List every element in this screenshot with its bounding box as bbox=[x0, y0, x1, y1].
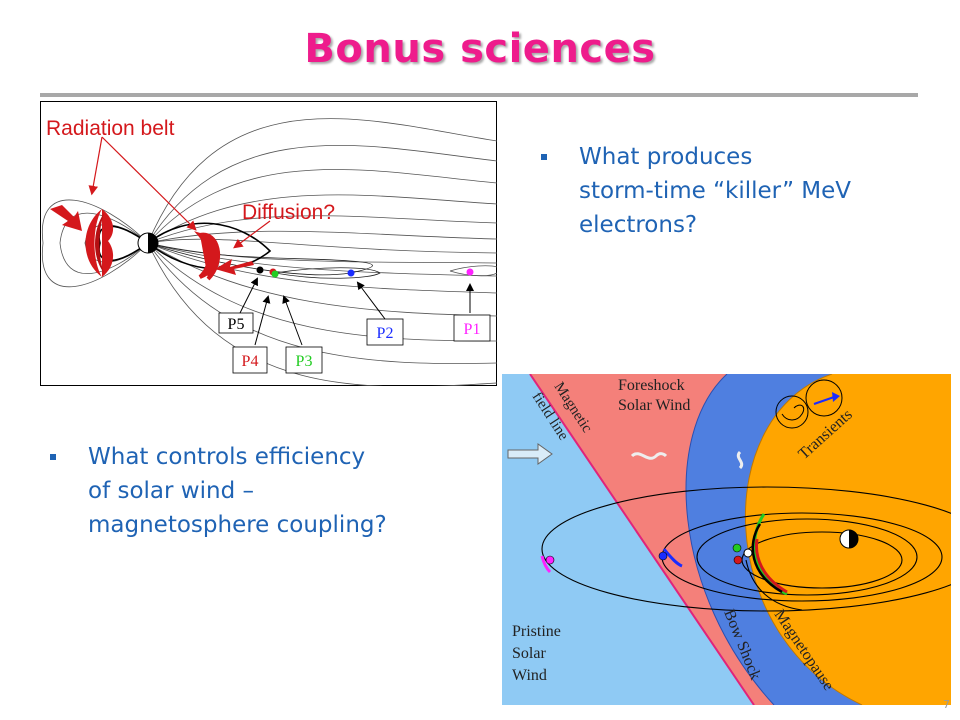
svg-text:P1: P1 bbox=[464, 321, 481, 338]
bullet-killer-electrons: What produces storm-time “killer” MeV el… bbox=[541, 140, 941, 242]
bow-shock-line bbox=[685, 374, 775, 705]
probe-label-p5: P5 bbox=[218, 312, 254, 334]
magnetic-field-line bbox=[529, 374, 755, 705]
probe-label-p1: P1 bbox=[453, 314, 491, 342]
foreshock-label-line2: Solar Wind bbox=[618, 397, 690, 414]
solar-wind-bow-shock-figure: Foreshock Solar Wind Magnetic field line… bbox=[502, 374, 951, 705]
probe-label-p4: P4 bbox=[232, 346, 268, 374]
orbit-arc-red bbox=[754, 538, 788, 594]
bullet-line: of solar wind – bbox=[88, 478, 254, 504]
svg-text:P5: P5 bbox=[228, 316, 245, 333]
title-divider bbox=[40, 93, 918, 97]
probe-p2-dot bbox=[347, 269, 355, 277]
orbit-arc-magenta bbox=[540, 555, 552, 574]
magnetopause-line bbox=[744, 374, 863, 705]
probe-p2-dot bbox=[658, 551, 668, 561]
slide-title: Bonus sciences bbox=[304, 26, 656, 72]
diffusion-label: Diffusion? bbox=[242, 201, 335, 224]
radiation-belt-left bbox=[85, 209, 114, 277]
earth-icon bbox=[137, 232, 159, 254]
solar-wind-arrow-icon bbox=[507, 443, 553, 465]
figure-frame bbox=[40, 101, 497, 386]
svg-text:P2: P2 bbox=[377, 325, 394, 342]
probe-p3-dot bbox=[271, 270, 279, 278]
probe-pointers bbox=[239, 277, 474, 346]
earth-icon bbox=[839, 529, 859, 549]
radiation-belt-label: Radiation belt bbox=[46, 117, 175, 140]
pristine-label-line3: Wind bbox=[512, 667, 547, 684]
belt-arrow-left-icon bbox=[50, 205, 82, 231]
transient-arrowhead-icon bbox=[832, 392, 840, 402]
belt-arrow-right-icon bbox=[215, 259, 254, 275]
radiation-belt-pointer bbox=[88, 136, 103, 196]
wave-icon bbox=[630, 452, 668, 460]
probe-label-p3: P3 bbox=[285, 346, 323, 374]
probe-p5-dot bbox=[256, 266, 264, 274]
bullet-line: What produces bbox=[579, 144, 753, 170]
diffusion-pointer bbox=[233, 220, 271, 249]
bullet-line: storm-time “killer” MeV bbox=[579, 178, 852, 204]
bullet-line: What controls efficiency bbox=[88, 444, 366, 470]
pristine-label-line2: Solar bbox=[512, 645, 546, 662]
probe-p4-dot bbox=[733, 555, 743, 565]
pristine-label-line1: Pristine bbox=[512, 623, 561, 640]
probe-p5-dot bbox=[743, 548, 753, 558]
radiation-belt-left-shadow bbox=[95, 213, 104, 273]
probe-p1-dot bbox=[545, 555, 555, 565]
magnetosphere-field-line-figure: Radiation belt Diffusion? P5 P4 P3 P2 P1 bbox=[40, 101, 497, 386]
transient-bubbles bbox=[775, 379, 843, 429]
foreshock-label-line1: Foreshock bbox=[618, 377, 685, 394]
wave-icon bbox=[736, 450, 744, 470]
orbit-arc-blue bbox=[662, 548, 683, 568]
bullet-line: electrons? bbox=[579, 212, 698, 238]
radiation-belt-pointer bbox=[101, 136, 197, 231]
probe-label-p2: P2 bbox=[366, 318, 404, 346]
orbit-arc-black bbox=[751, 523, 783, 594]
page-number: 7 bbox=[943, 698, 950, 711]
bullet-square-icon bbox=[50, 454, 56, 460]
svg-text:P3: P3 bbox=[296, 353, 313, 370]
probe-p3-dot bbox=[732, 543, 742, 553]
bullet-line: magnetosphere coupling? bbox=[88, 512, 387, 538]
svg-text:P4: P4 bbox=[242, 353, 259, 370]
radiation-belt-right bbox=[194, 231, 220, 281]
bullet-square-icon bbox=[541, 154, 547, 160]
bullet-coupling-efficiency: What controls efficiency of solar wind –… bbox=[50, 440, 470, 542]
probe-p1-dot bbox=[466, 268, 474, 276]
